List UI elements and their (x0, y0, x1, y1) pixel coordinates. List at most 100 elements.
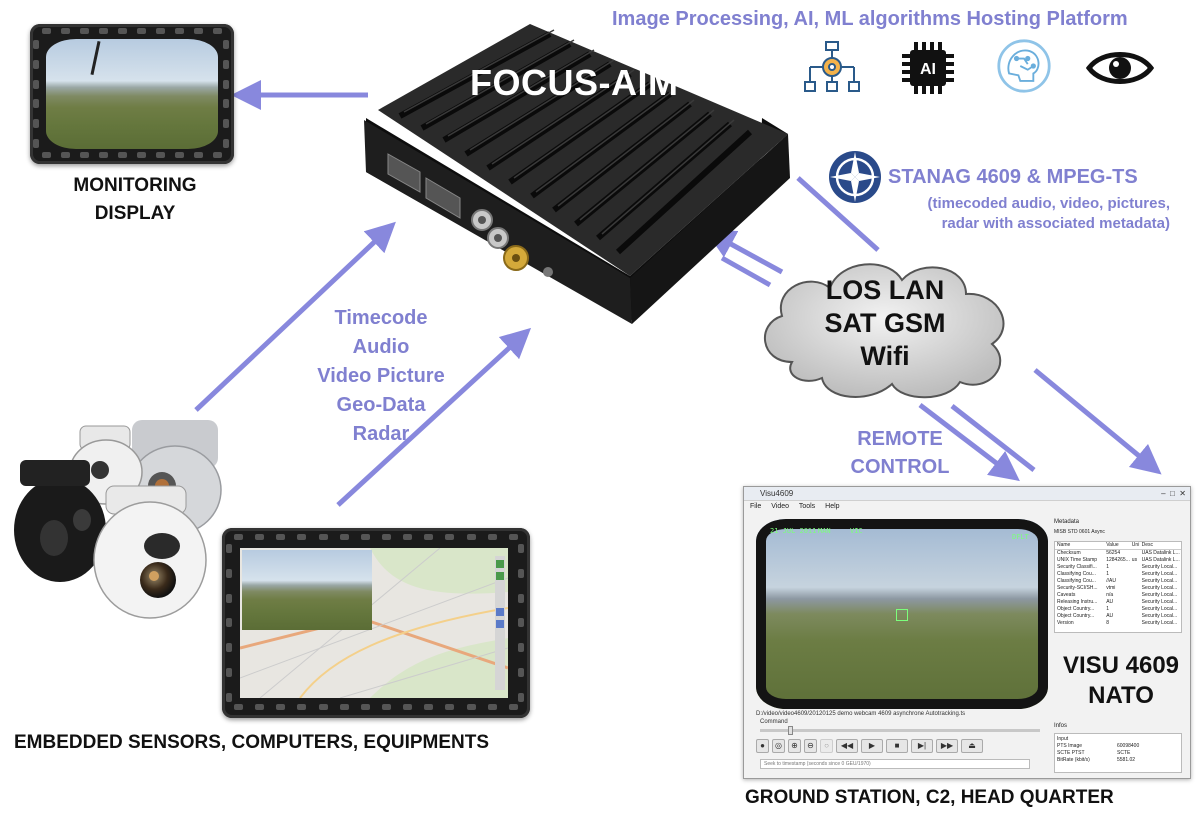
record-button[interactable]: ● (756, 739, 769, 753)
stop-button[interactable]: ■ (886, 739, 908, 753)
device-name: FOCUS-AIM (470, 62, 679, 103)
gs-playback-controls: ● ◎ ⊕ ⊖ ○ ◀◀ ▶ ■ ▶| ▶▶ ⏏ (756, 739, 1048, 759)
disabled-button[interactable]: ○ (820, 739, 833, 753)
eye-icon (1086, 52, 1154, 84)
visu-4609-label: VISU 4609 NATO (1050, 651, 1192, 711)
metadata-cell: Security Local... (1141, 571, 1178, 577)
play-button[interactable]: ▶ (861, 739, 883, 753)
gs-timeline-handle[interactable] (788, 726, 793, 735)
maximize-icon[interactable]: □ (1170, 489, 1175, 498)
monitoring-label-line-2: DISPLAY (94, 203, 176, 224)
rewind-button[interactable]: ◀◀ (836, 739, 858, 753)
metadata-cell: UAS Datalink L... (1141, 557, 1180, 563)
info-row: Input (1057, 736, 1179, 743)
embedded-computer-display (222, 528, 530, 718)
zoom-out-button[interactable]: ⊖ (804, 739, 817, 753)
zoom-button[interactable]: ⊕ (788, 739, 801, 753)
gs-window-controls: – □ ✕ (1161, 489, 1186, 499)
monitoring-display (30, 24, 234, 164)
arrow-computer-to-box (336, 327, 532, 507)
circuit-head-icon (997, 39, 1051, 93)
gs-timeline-slider[interactable] (760, 726, 1040, 735)
metadata-cell: Security Classifi... (1057, 564, 1097, 570)
menu-file[interactable]: File (750, 503, 762, 510)
remote-line-1: REMOTE (857, 428, 943, 450)
metadata-cell: 1 (1106, 571, 1109, 577)
metadata-cell: Security Local... (1141, 613, 1178, 619)
metadata-column-header: Desc (1141, 542, 1154, 548)
metadata-cell (1132, 620, 1142, 627)
flow-item-audio: Audio (352, 336, 410, 358)
info-cell: BitRate (kbit/s) (1057, 757, 1090, 763)
metadata-cell: Security Local... (1141, 585, 1178, 591)
info-cell: Input (1057, 736, 1069, 742)
arrow-sensors-to-box (194, 221, 396, 412)
eject-button[interactable]: ⏏ (961, 739, 983, 753)
cloud-line-wifi: Wifi (860, 341, 910, 371)
monitoring-display-label: MONITORING DISPLAY (40, 172, 230, 228)
metadata-cell: 1284265... (1106, 557, 1130, 563)
gs-seek-input[interactable]: Seek to timestamp (seconds since 0 GEU/1… (760, 759, 1030, 769)
metadata-cell: 56254 (1106, 550, 1121, 556)
metadata-cell: vtmi (1106, 585, 1116, 591)
info-cell: PTS Image (1057, 743, 1083, 749)
info-cell: 5581.02 (1117, 757, 1136, 763)
monitor-video-feed (46, 39, 218, 149)
metadata-cell (1132, 578, 1142, 585)
info-cell: SCTE (1117, 750, 1131, 756)
gs-info-title: Infos (1054, 723, 1068, 729)
gs-menubar: File Video Tools Help (744, 501, 1190, 513)
metadata-cell: Version (1057, 620, 1074, 626)
nato-compass-icon (829, 151, 881, 203)
platform-headline: Image Processing, AI, ML algorithms Host… (612, 8, 1128, 30)
network-cloud (764, 263, 1005, 399)
gs-file-path: D:/video/video4609/20120125 demo webcam … (756, 711, 966, 717)
flow-item-radar: Radar (352, 423, 410, 445)
metadata-cell: Security Local... (1141, 564, 1178, 570)
hud-mode: MAN (818, 527, 831, 535)
metadata-column-header: Uni (1131, 542, 1140, 548)
hud-vic: VIC (850, 527, 863, 535)
menu-video[interactable]: Video (771, 503, 790, 510)
minimize-icon[interactable]: – (1161, 489, 1166, 498)
metadata-cell (1132, 564, 1142, 571)
hud-dflt: DFLT (1012, 533, 1029, 541)
menu-tools[interactable]: Tools (798, 503, 816, 510)
gs-command-label: Command (760, 719, 788, 725)
gs-metadata-title: Metadata (1054, 519, 1080, 525)
metadata-cell (1132, 550, 1142, 557)
metadata-cell: Security Local... (1141, 599, 1178, 605)
metadata-cell (1132, 585, 1142, 592)
metadata-column-header: Name (1057, 542, 1071, 548)
stanag-subtitle-line-2: radar with associated metadata) (941, 215, 1170, 232)
flow-item-timecode: Timecode (334, 307, 428, 329)
remote-control-label: REMOTE CONTROL (830, 425, 970, 481)
close-icon[interactable]: ✕ (1179, 489, 1186, 498)
fast-forward-button[interactable]: ▶▶ (936, 739, 958, 753)
metadata-cell: Checksum (1057, 550, 1081, 556)
ai-chip-icon: AI (902, 42, 954, 94)
next-frame-button[interactable]: ▶| (911, 739, 933, 753)
gs-video-player[interactable]: 21 JUL 2011 MAN VIC DFLT (756, 519, 1048, 709)
metadata-cell: Caveats (1057, 592, 1076, 598)
metadata-cell: Object Country... (1057, 606, 1095, 612)
snapshot-button[interactable]: ◎ (772, 739, 785, 753)
metadata-cell: 8 (1106, 620, 1109, 626)
arrow-box-to-cloud (796, 176, 880, 252)
info-row: BitRate (kbit/s) 5581.02 (1057, 757, 1179, 764)
metadata-cell: 1 (1106, 606, 1109, 612)
metadata-cell: Releasing Instru... (1057, 599, 1098, 605)
menu-help[interactable]: Help (825, 503, 840, 510)
gs-titlebar: Visu4609 (744, 487, 1190, 501)
